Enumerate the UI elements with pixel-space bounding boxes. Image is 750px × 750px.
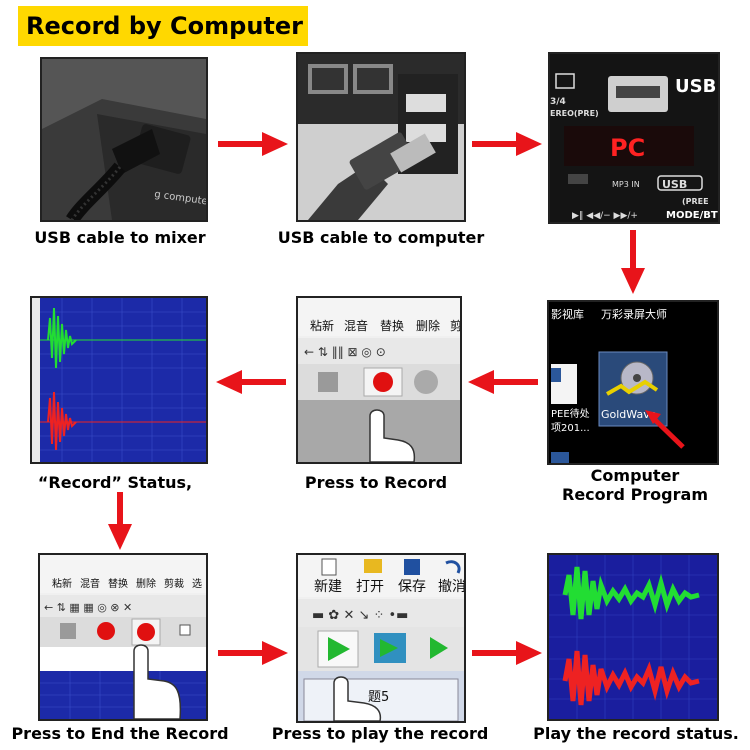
stop-button[interactable] <box>60 623 76 639</box>
caption-record-status: “Record” Status, <box>37 473 193 492</box>
usb-button-label: USB <box>662 178 687 191</box>
toolbar-open[interactable]: 打开 <box>356 578 384 595</box>
toolbar-trim[interactable]: 剪裁 <box>164 577 184 590</box>
arrow-4-to-5 <box>468 370 538 394</box>
caption-usb-to-computer: USB cable to computer <box>277 228 485 247</box>
label-mode-bt: MODE/BT <box>666 210 718 221</box>
photo-mixer-usb-panel: 3/4 EREO(PRE) USB PC MP3 IN USB (PREE ▶‖… <box>548 52 720 224</box>
arrow-6-to-7 <box>108 492 132 550</box>
pointing-hand-icon <box>133 644 182 719</box>
play-from-cursor-button[interactable] <box>430 637 448 659</box>
toolbar-replace[interactable]: 替换 <box>108 577 128 590</box>
desktop-doc-label-1: PEE待处 <box>551 407 590 420</box>
toolbar-paste-new[interactable]: 粘新 <box>52 577 72 590</box>
label-stereo: 3/4 <box>550 97 566 107</box>
arrow-2-to-3 <box>472 132 542 156</box>
play-button[interactable] <box>328 637 350 661</box>
screenshot-press-play: 新建 打开 保存 撤消 ▬ ✿ ✕ ↘ ⁘ •▬ 题5 <box>296 553 466 723</box>
desktop-record-program: 影视库 万彩录屏大师 PEE待处 项201... GoldWave <box>547 300 719 465</box>
photo-usb-to-computer <box>296 52 466 222</box>
label-usb: USB <box>675 76 716 97</box>
pointing-hand-icon <box>333 676 382 721</box>
waveform-play-status <box>547 553 719 721</box>
caption-usb-to-mixer: USB cable to mixer <box>34 228 206 247</box>
caption-line-record-program: Record Program <box>562 485 708 504</box>
record-button[interactable] <box>97 622 115 640</box>
desktop-label-1: 影视库 <box>551 307 584 321</box>
arrow-8-to-9 <box>472 641 542 665</box>
photo-usb-to-mixer: g computer <box>40 57 208 222</box>
arrow-3-to-4 <box>621 230 645 294</box>
stop-button[interactable] <box>318 372 338 392</box>
desktop-doc-label-2: 项201... <box>551 422 590 434</box>
caption-press-end: Press to End the Record <box>11 724 229 743</box>
label-stereo-pre: EREO(PRE) <box>550 109 599 118</box>
toolbar-save[interactable]: 保存 <box>398 579 426 595</box>
led-display-text: PC <box>610 134 645 162</box>
document-tab-title[interactable]: 题5 <box>368 690 389 705</box>
pointing-hand-icon <box>369 409 416 462</box>
arrow-5-to-6 <box>216 370 286 394</box>
svg-text:← ⇅ ‖‖ ⊠ ◎ ⊙: ← ⇅ ‖‖ ⊠ ◎ ⊙ <box>304 345 386 359</box>
toolbar-delete[interactable]: 删除 <box>136 577 156 590</box>
goldwave-label[interactable]: GoldWave <box>601 408 657 421</box>
record-pause-button[interactable] <box>414 370 438 394</box>
caption-record-program: Computer Record Program <box>540 466 730 504</box>
toolbar-new[interactable]: 新建 <box>314 579 342 595</box>
caption-press-record: Press to Record <box>304 473 448 492</box>
caption-line-computer: Computer <box>590 466 680 485</box>
arrow-7-to-8 <box>218 641 288 665</box>
end-record-button[interactable] <box>137 623 155 641</box>
arrow-1-to-2 <box>218 132 288 156</box>
screenshot-press-end: 粘新 混音 替换 删除 剪裁 选 ← ⇅ ▦ ▦ ◎ ⊗ ✕ <box>38 553 208 721</box>
svg-text:← ⇅ ▦ ▦ ◎ ⊗ ✕: ← ⇅ ▦ ▦ ◎ ⊗ ✕ <box>44 601 132 614</box>
waveform-record-status <box>30 296 208 464</box>
record-button[interactable] <box>373 372 393 392</box>
green-channel-wave <box>562 566 700 620</box>
toolbar-paste-new[interactable]: 粘新 <box>310 318 334 333</box>
red-channel-wave <box>47 391 77 451</box>
toolbar-replace[interactable]: 替换 <box>380 319 404 333</box>
label-pree: (PREE <box>682 197 709 206</box>
red-channel-wave <box>562 650 700 706</box>
toolbar-select[interactable]: 选 <box>192 577 202 590</box>
caption-press-play: Press to play the record <box>271 724 489 743</box>
caption-play-status: Play the record status. <box>533 724 739 743</box>
label-mp3-in: MP3 IN <box>612 180 640 189</box>
toolbar-cut[interactable]: 剪 <box>450 318 460 333</box>
page-title: Record by Computer <box>18 6 308 46</box>
toolbar-mix[interactable]: 混音 <box>344 318 368 333</box>
toolbar-undo[interactable]: 撤消 <box>438 579 464 595</box>
svg-text:▶‖ ◀◀/− ▶▶/+: ▶‖ ◀◀/− ▶▶/+ <box>572 211 638 221</box>
svg-text:▬ ✿ ✕ ↘ ⁘ •▬: ▬ ✿ ✕ ↘ ⁘ •▬ <box>312 608 408 623</box>
screenshot-press-record: 粘新 混音 替换 删除 剪 ← ⇅ ‖‖ ⊠ ◎ ⊙ <box>296 296 462 464</box>
desktop-label-2: 万彩录屏大师 <box>601 307 667 321</box>
green-channel-wave <box>47 307 77 369</box>
toolbar-mix[interactable]: 混音 <box>80 577 100 590</box>
toolbar-delete[interactable]: 删除 <box>416 318 440 333</box>
